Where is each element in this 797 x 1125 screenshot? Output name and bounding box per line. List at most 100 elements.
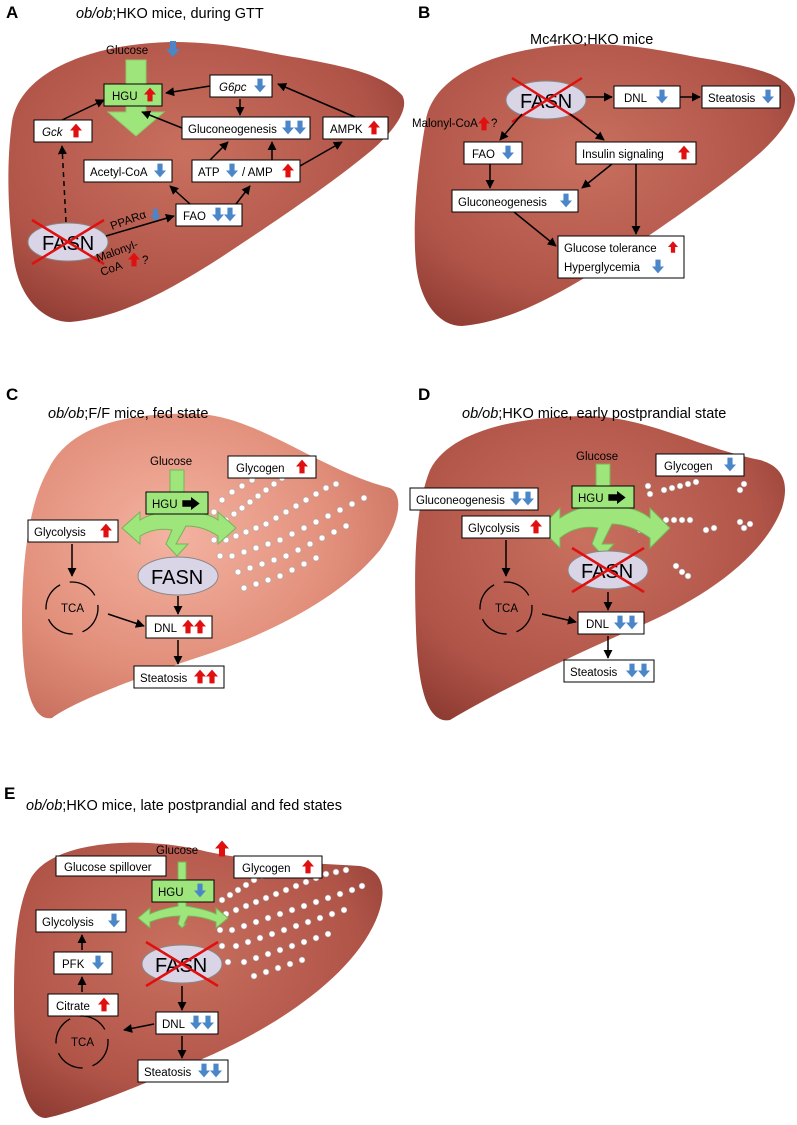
- knockout-cross-icon: [31, 218, 105, 266]
- glycolysis-label: Glycolysis: [34, 527, 86, 539]
- dnl-box: [145, 615, 213, 639]
- fasn-ellipse: [137, 556, 219, 596]
- gck-label: Gck: [42, 127, 64, 139]
- acetyl-coa-label: Acetyl-CoA: [90, 167, 148, 179]
- gluconeogenesis-label: Gluconeogenesis: [416, 495, 505, 507]
- arrow: [105, 213, 175, 237]
- tca-cycle: [479, 581, 533, 635]
- arrow: [123, 1023, 155, 1033]
- glucose-label: Glucose: [106, 45, 148, 57]
- insulin-signaling-label: Insulin signaling: [582, 149, 664, 161]
- pfk-label: PFK: [62, 959, 85, 971]
- panel-e: E ob/ob;HKO mice, late postprandial and …: [4, 784, 383, 1118]
- dashed-arrow: [57, 145, 67, 223]
- glycolysis-label: Glycolysis: [468, 523, 520, 535]
- glycogen-granules: [636, 478, 754, 580]
- dnl-label: DNL: [586, 619, 610, 631]
- glycogen-label: Glycogen: [664, 461, 713, 473]
- steatosis-label: Steatosis: [570, 667, 618, 679]
- panel-label: B: [418, 3, 430, 22]
- dnl-label: DNL: [154, 623, 178, 635]
- fao-label: FAO: [183, 211, 206, 223]
- hgu-label: HGU: [578, 493, 604, 505]
- arrow: [513, 211, 557, 247]
- arrow: [107, 613, 145, 628]
- glycogen-box: [655, 453, 745, 477]
- tca-label: TCA: [495, 603, 518, 615]
- arrow: [169, 185, 191, 205]
- glucose-spillover-box: [55, 855, 167, 877]
- panel-label: E: [4, 784, 15, 803]
- panel-title: ob/ob;HKO mice, during GTT: [76, 6, 264, 22]
- glucose-tolerance-box: [557, 235, 685, 279]
- panel-c: C ob/ob;F/F mice, fed state Glucose HGU …: [6, 385, 399, 719]
- panel-a: A ob/ob;HKO mice, during GTT Glucose HGU…: [6, 3, 405, 322]
- glucose-label: Glucose: [576, 451, 618, 463]
- liver-shape-b: [414, 44, 796, 326]
- question-mark: ?: [491, 118, 497, 130]
- glycolysis-label: Glycolysis: [42, 917, 94, 929]
- arrow: [209, 141, 229, 161]
- fao-label: FAO: [472, 149, 495, 161]
- hyperglycemia-label: Hyperglycemia: [564, 262, 641, 274]
- glycogen-label: Glycogen: [236, 463, 285, 475]
- panel-title: ob/ob;F/F mice, fed state: [48, 406, 208, 422]
- arrow: [299, 141, 343, 167]
- atp-amp-box: [191, 159, 301, 183]
- arrow: [541, 613, 577, 625]
- steatosis-label: Steatosis: [144, 1067, 192, 1079]
- gluconeogenesis-label: Gluconeogenesis: [188, 124, 277, 136]
- glycolysis-box: [461, 515, 551, 539]
- gluconeogenesis-label: Gluconeogenesis: [458, 197, 547, 209]
- dnl-box: [155, 1011, 219, 1035]
- fasn-label: FASN: [151, 567, 203, 589]
- panel-b: B Mc4rKO;HKO mice FASN DNL Steatosis Mal…: [412, 3, 796, 326]
- g6pc-label: G6pc: [219, 82, 247, 94]
- knockout-cross-icon: [145, 940, 219, 988]
- tca-label: TCA: [71, 1037, 94, 1049]
- dnl-box: [577, 611, 645, 635]
- glucose-label: Glucose: [156, 845, 198, 857]
- glycolysis-box: [27, 519, 119, 543]
- tca-label: TCA: [61, 603, 84, 615]
- acetyl-coa-box: [83, 159, 173, 183]
- dnl-label: DNL: [624, 93, 648, 105]
- hgu-label: HGU: [152, 499, 178, 511]
- panel-label: C: [6, 385, 18, 404]
- panel-label: D: [418, 385, 430, 404]
- knockout-cross-icon: [571, 546, 645, 594]
- glucose-label: Glucose: [150, 456, 192, 468]
- arrow: [141, 110, 183, 129]
- arrow: [581, 163, 613, 189]
- glycogen-box: [227, 455, 317, 479]
- hgu-label: HGU: [112, 91, 138, 103]
- amp-label: / AMP: [242, 167, 273, 179]
- malonyl-label: Malonyl-CoA: [412, 118, 478, 130]
- glycogen-label: Glycogen: [242, 863, 291, 875]
- dnl-label: DNL: [162, 1019, 186, 1031]
- panel-label: A: [6, 3, 18, 22]
- ampk-label: AMPK: [330, 124, 363, 136]
- arrow: [165, 85, 211, 97]
- glucose-spillover-label: Glucose spillover: [64, 862, 152, 874]
- glycolysis-box: [35, 909, 127, 933]
- gluconeogenesis-box: [409, 487, 539, 511]
- arrow: [499, 113, 523, 141]
- citrate-label: Citrate: [56, 1001, 90, 1013]
- arrow: [569, 113, 605, 141]
- tca-cycle: [55, 1015, 109, 1069]
- glycogen-box: [233, 855, 323, 879]
- panel-title: ob/ob;HKO mice, late postprandial and fe…: [26, 798, 342, 814]
- question-mark: ?: [142, 255, 148, 267]
- knockout-cross-icon: [511, 76, 583, 124]
- glucose-tolerance-label: Glucose tolerance: [564, 243, 657, 255]
- tca-cycle: [45, 581, 99, 635]
- panel-title: ob/ob;HKO mice, early postprandial state: [462, 406, 726, 422]
- panel-title: Mc4rKO;HKO mice: [530, 32, 653, 48]
- steatosis-label: Steatosis: [708, 93, 756, 105]
- steatosis-box: [701, 85, 781, 109]
- hgu-label: HGU: [158, 887, 184, 899]
- arrow: [277, 83, 356, 118]
- atp-label: ATP: [198, 167, 220, 179]
